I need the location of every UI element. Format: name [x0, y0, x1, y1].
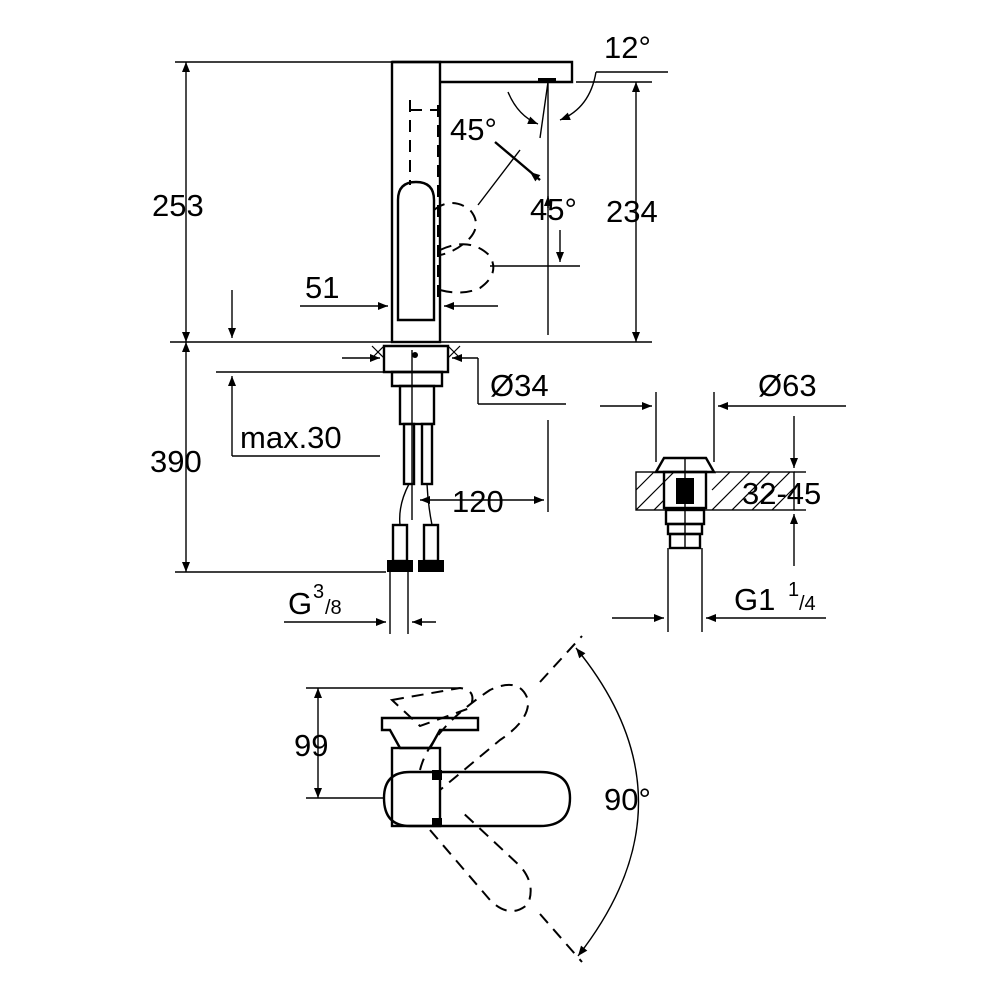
dimension-body-width: 51 — [300, 270, 498, 342]
dimension-below-deck: 390 — [150, 342, 386, 573]
faucet-side-view — [170, 60, 652, 572]
dimension-max30-label: max.30 — [240, 420, 342, 455]
top-spout — [380, 716, 480, 750]
connection-g-label: G — [288, 586, 312, 621]
dimension-total-height: 253 — [152, 61, 392, 342]
dimension-234-label: 234 — [606, 194, 658, 229]
dimension-supply-connection: G 3 /8 — [284, 572, 436, 634]
dimension-390-label: 390 — [150, 444, 202, 479]
angle-90-label: 90° — [604, 782, 651, 817]
mounting-nut — [382, 344, 450, 374]
aerator — [538, 78, 556, 83]
dimension-reach: 120 — [420, 420, 549, 519]
dimension-spout-angle: 12° — [507, 30, 668, 335]
supply-hose-right — [420, 422, 434, 486]
dimension-51-label: 51 — [305, 270, 339, 305]
drain-view — [635, 456, 795, 550]
deck-hatching — [635, 471, 795, 511]
dimension-drain-thread: G1 1 /4 — [612, 548, 826, 632]
drain-thread-sup-label: 1 — [788, 579, 799, 601]
connection-sup-label: 3 — [313, 581, 324, 603]
dimension-thread-diameter: Ø34 — [342, 354, 566, 405]
angle-45-upper-label: 45° — [450, 112, 497, 147]
faucet-top-view — [380, 635, 583, 963]
dimension-handle-depth: 99 — [294, 687, 460, 799]
dimension-diameter-34-label: Ø34 — [490, 368, 549, 403]
fitting-right — [418, 560, 444, 572]
shank — [398, 384, 436, 426]
dimension-drain-deck-range: 32-45 — [742, 416, 821, 566]
dimension-32-45-label: 32-45 — [742, 476, 821, 511]
faucet-spout — [392, 60, 574, 84]
dimension-spout-height: 234 — [576, 81, 658, 342]
dimension-drain-diameter: Ø63 — [600, 368, 846, 462]
connection-sub-label: /8 — [325, 597, 342, 619]
lever-angle-markers — [490, 196, 580, 267]
dimension-diameter-63-label: Ø63 — [758, 368, 817, 403]
dimension-handle-rotation: 90° — [575, 647, 651, 957]
top-lever — [382, 770, 572, 828]
drain-thread-g1-label: G1 — [734, 582, 775, 617]
top-body — [390, 746, 442, 828]
lever-handle — [396, 180, 436, 322]
fitting-left — [387, 560, 413, 572]
dimension-120-label: 120 — [452, 484, 504, 519]
angle-45-lower-label: 45° — [530, 192, 577, 227]
drain-thread-sub-label: /4 — [799, 593, 816, 615]
angle-12-label: 12° — [604, 30, 651, 65]
dimension-deck-thickness: max.30 — [216, 290, 386, 457]
dimension-99-label: 99 — [294, 728, 328, 763]
dimension-253-label: 253 — [152, 188, 204, 223]
